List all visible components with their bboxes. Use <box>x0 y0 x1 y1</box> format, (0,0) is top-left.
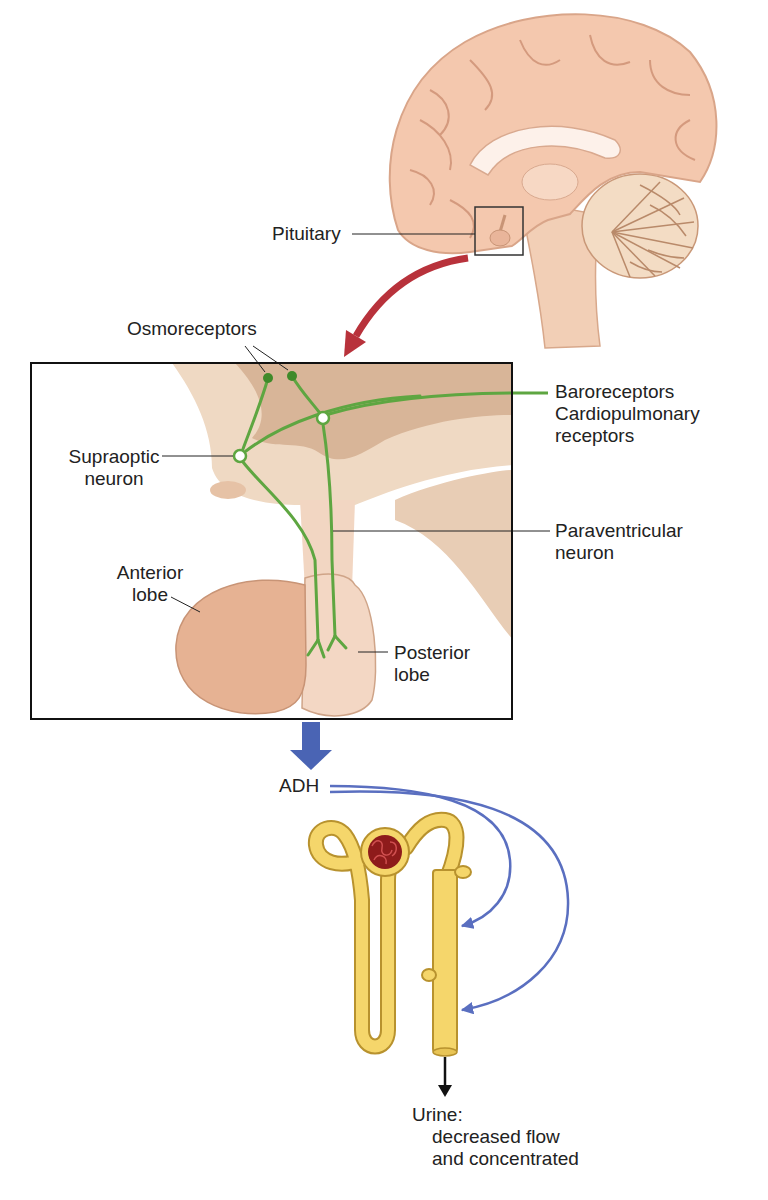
urine-arrow <box>444 1057 447 1087</box>
label-slot: Osmoreceptors <box>127 318 267 340</box>
release-arrow <box>302 722 320 752</box>
pituitary-leader <box>352 234 475 235</box>
gyri <box>410 35 695 238</box>
pituitary-inset-illustration <box>172 363 512 716</box>
urine-arrowhead <box>438 1085 452 1097</box>
anterior-lobe-shape <box>176 580 306 714</box>
osmoreceptor-leader <box>245 346 265 372</box>
cerebrum <box>390 14 717 253</box>
glomerulus <box>368 835 402 869</box>
label-slot: Baroreceptors <box>555 381 715 403</box>
paraventricular-leader <box>333 531 550 532</box>
pituitary-stalk <box>500 215 505 232</box>
cerebellum-folia <box>612 182 694 277</box>
hypothalamus-dark <box>235 363 512 459</box>
label-slot: Pituitary <box>272 223 362 245</box>
brainstem-band <box>395 470 512 640</box>
collecting-duct <box>433 870 457 1052</box>
structure-label: Posterior lobe <box>394 642 498 686</box>
supraoptic-cell <box>234 450 246 462</box>
neurons <box>243 376 512 657</box>
cerebellum <box>582 174 698 278</box>
anatomy-label: ADH <box>279 775 339 797</box>
osmoreceptor <box>263 373 273 383</box>
anatomy-label: Pituitary <box>272 223 362 245</box>
structure-label: Anterior lobe <box>102 562 198 606</box>
duct-end <box>433 1048 457 1056</box>
bowman-capsule <box>361 828 409 876</box>
glomerulus-loops <box>372 841 396 864</box>
text-slot: Anterior lobe <box>102 562 198 606</box>
inset-box: Supraoptic neuronAnterior lobePosterior … <box>30 362 513 720</box>
label-slot: Cardiopulmonary receptors <box>555 403 730 447</box>
zoom-arrow <box>356 258 468 336</box>
pituitary-gland <box>490 230 510 246</box>
optic-chiasm <box>210 481 246 499</box>
anatomy-label: Osmoreceptors <box>127 318 267 340</box>
zoom-box <box>475 207 523 255</box>
anatomy-label: Paraventricular neuron <box>555 520 725 564</box>
release-arrowhead <box>290 750 332 770</box>
text-slot: Posterior lobe <box>394 642 498 686</box>
text-slot: Supraoptic neuron <box>50 446 178 490</box>
osmoreceptor-leader <box>253 346 288 370</box>
osmoreceptor <box>287 371 297 381</box>
posterior-leader <box>358 652 388 653</box>
posterior-lobe-shape <box>302 574 376 716</box>
anterior-leader <box>171 597 200 612</box>
label-slot: decreased flow and concentrated <box>432 1126 592 1170</box>
label-slot: ADH <box>279 775 339 797</box>
label-slot: Paraventricular neuron <box>555 520 725 564</box>
duct-branch <box>422 969 436 981</box>
thalamus <box>522 164 578 200</box>
baroreceptor-fiber <box>513 392 548 395</box>
label-slot: Urine: <box>412 1104 492 1126</box>
anatomy-label: decreased flow and concentrated <box>432 1126 592 1170</box>
duct-branch <box>455 866 471 878</box>
anatomy-label: Cardiopulmonary receptors <box>555 403 730 447</box>
structure-label: Supraoptic neuron <box>50 446 178 490</box>
anatomy-label: Urine: <box>412 1104 492 1126</box>
zoom-arrowhead <box>344 330 366 357</box>
paraventricular-cell <box>317 412 329 424</box>
brain-illustration <box>344 14 716 357</box>
anatomy-label: Baroreceptors <box>555 381 715 403</box>
supraoptic-leader <box>162 456 233 457</box>
